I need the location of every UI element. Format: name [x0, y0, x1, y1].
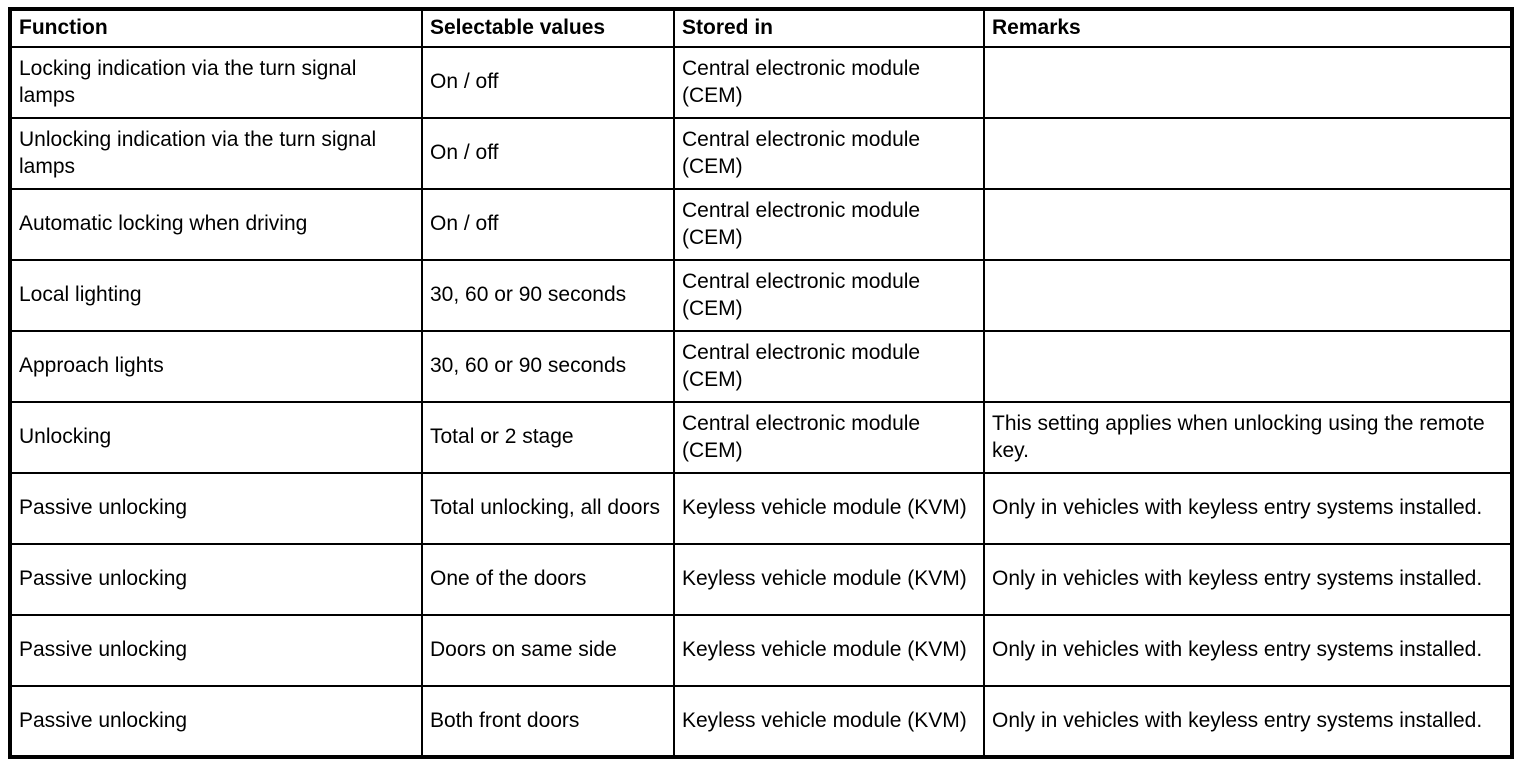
cell-function: Passive unlocking: [9, 685, 423, 758]
cell-selectable-values: On / off: [421, 117, 675, 190]
cell-selectable-values: 30, 60 or 90 seconds: [421, 330, 675, 403]
table-row: Passive unlocking Both front doors Keyle…: [9, 685, 1513, 758]
cell-remarks: [983, 188, 1513, 261]
table-row: Unlocking indication via the turn signal…: [9, 117, 1513, 190]
cell-function: Automatic locking when driving: [9, 188, 423, 261]
cell-selectable-values: Doors on same side: [421, 614, 675, 687]
cell-remarks: Only in vehicles with keyless entry syst…: [983, 472, 1513, 545]
cell-stored-in: Keyless vehicle module (KVM): [673, 685, 985, 758]
cell-stored-in: Central electronic module (CEM): [673, 259, 985, 332]
cell-selectable-values: Both front doors: [421, 685, 675, 758]
table-row: Passive unlocking Total unlocking, all d…: [9, 472, 1513, 545]
cell-remarks: [983, 46, 1513, 119]
column-header-remarks: Remarks: [983, 8, 1513, 48]
table-body: Locking indication via the turn signal l…: [9, 46, 1513, 758]
table-row: Unlocking Total or 2 stage Central elect…: [9, 401, 1513, 474]
settings-table: Function Selectable values Stored in Rem…: [8, 7, 1514, 759]
header-row: Function Selectable values Stored in Rem…: [9, 8, 1513, 48]
cell-function: Unlocking indication via the turn signal…: [9, 117, 423, 190]
column-header-selectable-values: Selectable values: [421, 8, 675, 48]
cell-stored-in: Central electronic module (CEM): [673, 188, 985, 261]
table-row: Approach lights 30, 60 or 90 seconds Cen…: [9, 330, 1513, 403]
column-header-function: Function: [9, 8, 423, 48]
table-row: Automatic locking when driving On / off …: [9, 188, 1513, 261]
cell-remarks: [983, 330, 1513, 403]
cell-stored-in: Keyless vehicle module (KVM): [673, 543, 985, 616]
column-header-stored-in: Stored in: [673, 8, 985, 48]
cell-function: Local lighting: [9, 259, 423, 332]
table-row: Locking indication via the turn signal l…: [9, 46, 1513, 119]
cell-stored-in: Central electronic module (CEM): [673, 117, 985, 190]
cell-function: Locking indication via the turn signal l…: [9, 46, 423, 119]
cell-stored-in: Keyless vehicle module (KVM): [673, 472, 985, 545]
cell-remarks: Only in vehicles with keyless entry syst…: [983, 685, 1513, 758]
cell-function: Passive unlocking: [9, 614, 423, 687]
cell-remarks: [983, 117, 1513, 190]
table-row: Local lighting 30, 60 or 90 seconds Cent…: [9, 259, 1513, 332]
table-row: Passive unlocking Doors on same side Key…: [9, 614, 1513, 687]
table-header: Function Selectable values Stored in Rem…: [9, 8, 1513, 48]
cell-stored-in: Keyless vehicle module (KVM): [673, 614, 985, 687]
cell-function: Passive unlocking: [9, 472, 423, 545]
cell-selectable-values: 30, 60 or 90 seconds: [421, 259, 675, 332]
cell-selectable-values: One of the doors: [421, 543, 675, 616]
cell-selectable-values: On / off: [421, 188, 675, 261]
cell-remarks: [983, 259, 1513, 332]
cell-remarks: Only in vehicles with keyless entry syst…: [983, 543, 1513, 616]
table-row: Passive unlocking One of the doors Keyle…: [9, 543, 1513, 616]
cell-selectable-values: Total unlocking, all doors: [421, 472, 675, 545]
cell-stored-in: Central electronic module (CEM): [673, 330, 985, 403]
cell-function: Unlocking: [9, 401, 423, 474]
cell-selectable-values: Total or 2 stage: [421, 401, 675, 474]
cell-function: Passive unlocking: [9, 543, 423, 616]
cell-remarks: Only in vehicles with keyless entry syst…: [983, 614, 1513, 687]
cell-function: Approach lights: [9, 330, 423, 403]
cell-remarks: This setting applies when unlocking usin…: [983, 401, 1513, 474]
cell-selectable-values: On / off: [421, 46, 675, 119]
cell-stored-in: Central electronic module (CEM): [673, 46, 985, 119]
cell-stored-in: Central electronic module (CEM): [673, 401, 985, 474]
